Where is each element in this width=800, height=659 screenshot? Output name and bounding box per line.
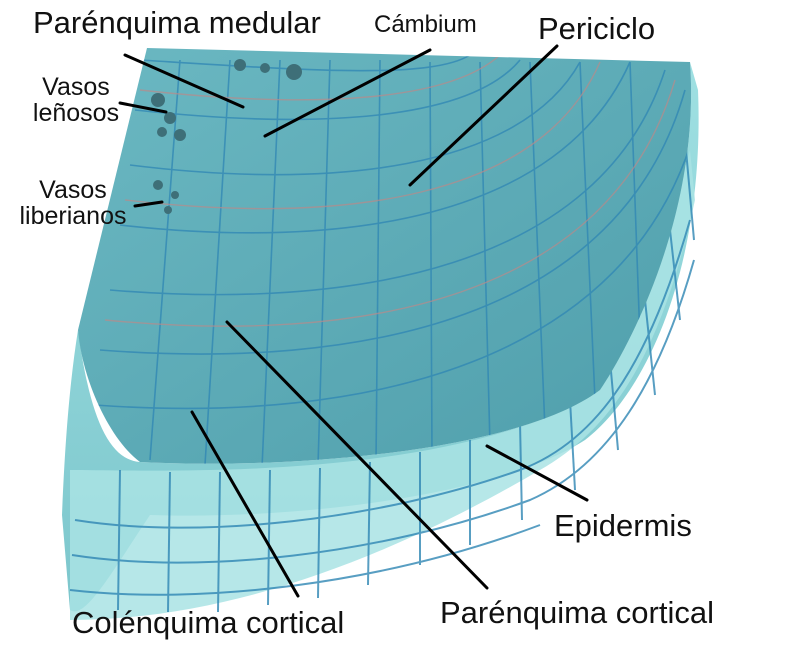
leader-lines	[118, 44, 589, 598]
leader-parenquima-medular	[123, 53, 245, 109]
cell-pattern	[94, 54, 692, 464]
leader-vasos-lenosos	[118, 101, 168, 114]
label-epidermis: Epidermis	[554, 508, 692, 543]
leader-periciclo	[408, 44, 559, 187]
label-vasos-lenosos-line1: Vasos	[42, 73, 110, 101]
model-top-face	[78, 48, 692, 464]
label-cambium: Cámbium	[374, 11, 477, 38]
leader-cambium	[263, 48, 432, 138]
epidermis-bricks	[69, 149, 695, 613]
label-colenquima-cortical: Colénquima cortical	[72, 605, 345, 640]
label-parenquima-cortical: Parénquima cortical	[440, 595, 714, 630]
label-vasos-lenosos: Vasos leñosos	[20, 74, 132, 127]
leader-vasos-liberianos	[133, 200, 164, 208]
label-periciclo: Periciclo	[538, 11, 656, 46]
leader-parenquima-cortical	[225, 320, 489, 590]
vessel-dots	[151, 59, 302, 214]
label-vasos-liberianos-line1: Vasos	[39, 176, 107, 204]
model-front-face	[70, 150, 695, 620]
leader-epidermis	[485, 444, 589, 502]
leader-colenquima-cortical	[190, 410, 300, 598]
label-parenquima-medular: Parénquima medular	[33, 5, 321, 40]
label-vasos-liberianos: Vasos liberianos	[8, 177, 138, 230]
label-vasos-liberianos-line2: liberianos	[19, 202, 127, 231]
label-vasos-lenosos-line2: leñosos	[32, 99, 120, 128]
